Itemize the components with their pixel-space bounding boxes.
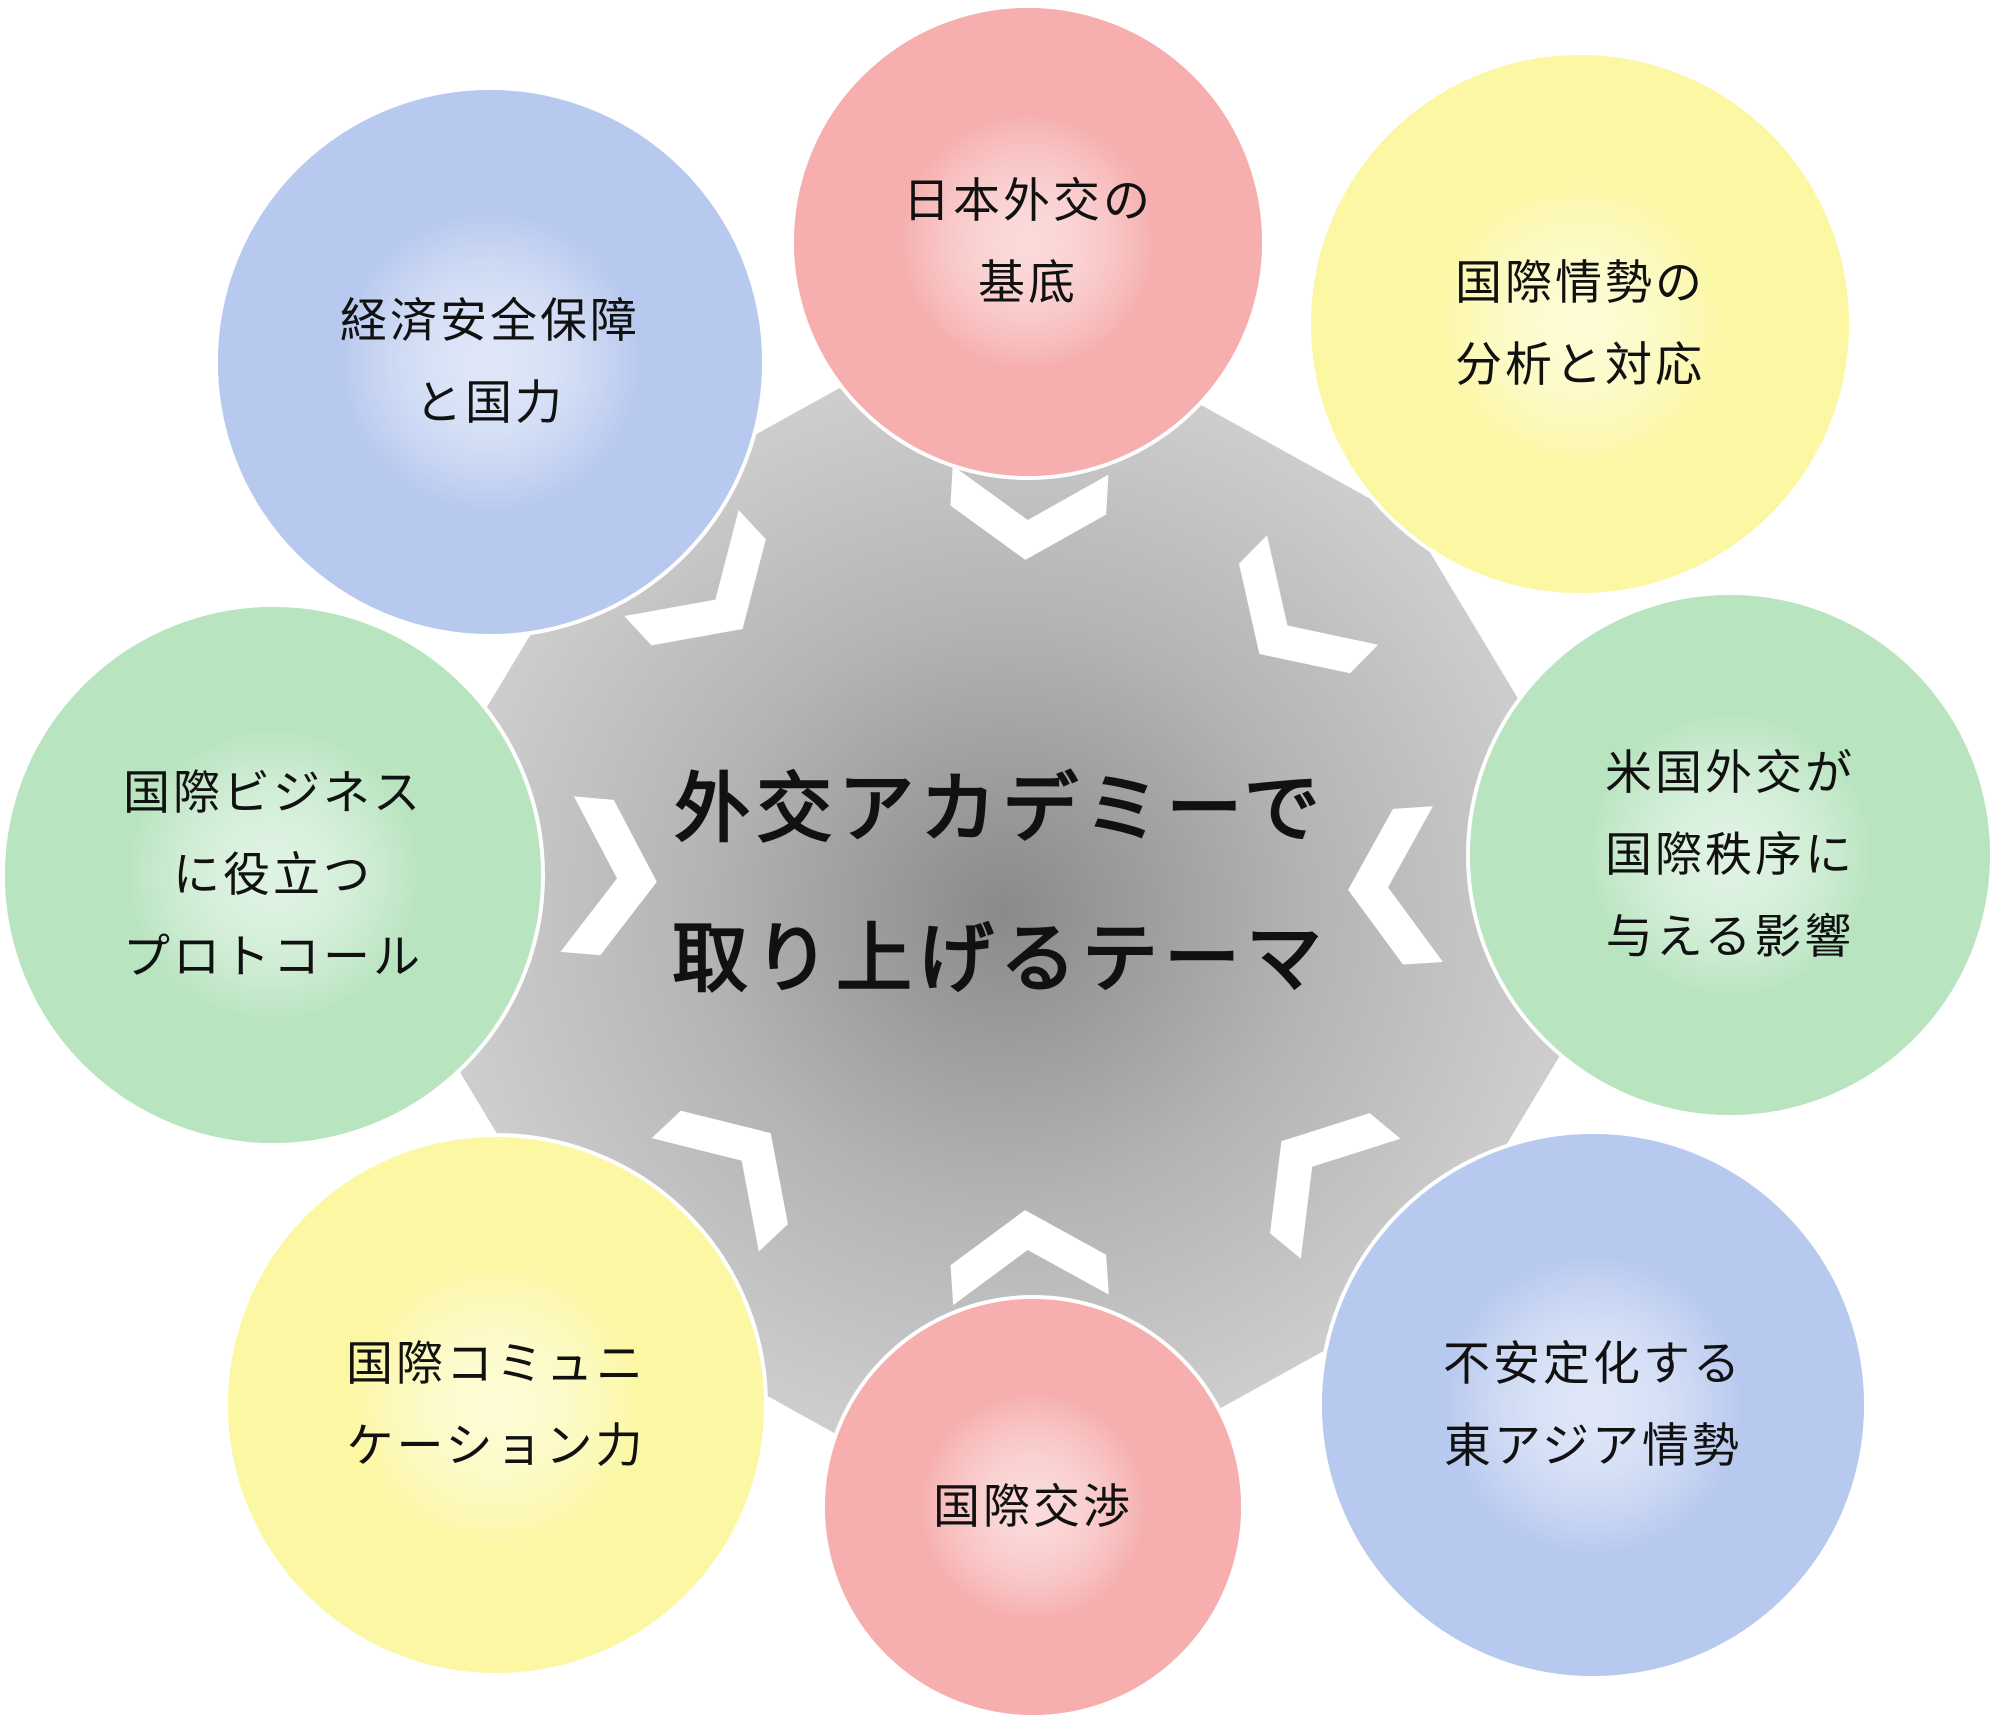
- theme-label-line: 基底: [978, 256, 1078, 311]
- theme-circle-highlight: [5, 607, 541, 1143]
- chevron-arrow-icon: [560, 796, 657, 956]
- chevron-arrow-icon: [1238, 535, 1379, 674]
- theme-circles: 日本外交の基底国際情勢の分析と対応米国外交が国際秩序に与える影響不安定化する東ア…: [1, 4, 1994, 1719]
- theme-circle-highlight: [228, 1137, 764, 1673]
- theme-circle-highlight: [1470, 595, 1990, 1115]
- chevron-arrow-icon: [950, 465, 1109, 560]
- theme-label-line: 米国外交が: [1605, 746, 1855, 801]
- theme-label-line: プロトコール: [123, 930, 423, 985]
- theme-label-line: 国際ビジネス: [123, 766, 423, 821]
- theme-circle-highlight: [218, 90, 762, 634]
- theme-label-line: ケーション力: [346, 1419, 645, 1474]
- theme-label-line: 日本外交の: [903, 174, 1153, 229]
- theme-label-line: 東アジア情勢: [1444, 1419, 1742, 1474]
- chevron-arrow-icon: [1270, 1113, 1401, 1259]
- center-title-line-1: 外交アカデミーで: [674, 764, 1325, 853]
- theme-circle-highlight: [1322, 1134, 1864, 1676]
- theme-label-line: と国力: [415, 376, 565, 431]
- theme-label-line: 不安定化する: [1443, 1337, 1743, 1392]
- theme-label-line: 国際秩序に: [1605, 828, 1855, 883]
- theme-label-line: 国際情勢の: [1455, 256, 1705, 311]
- center-title-line-2: 取り上げるテーマ: [672, 914, 1328, 1003]
- theme-circle-highlight: [1311, 55, 1849, 593]
- theme-node-negotiation: 国際交渉: [821, 1295, 1245, 1719]
- chevron-arrow-icon: [651, 1110, 788, 1252]
- theme-label-line: 国際コミュニ: [346, 1337, 646, 1392]
- chevron-arrows: [560, 465, 1443, 1306]
- theme-label-line: に役立つ: [173, 848, 373, 903]
- chevron-arrow-icon: [1348, 806, 1443, 965]
- theme-label-line: 国際交渉: [933, 1480, 1133, 1535]
- theme-circle-highlight: [825, 1299, 1241, 1715]
- theme-label-line: 与える影響: [1606, 910, 1855, 965]
- theme-label-line: 経済安全保障: [340, 294, 640, 349]
- chevron-arrow-icon: [950, 1210, 1109, 1306]
- chevron-arrow-icon: [624, 509, 766, 646]
- theme-label-line: 分析と対応: [1455, 338, 1705, 393]
- theme-circle-highlight: [794, 8, 1262, 476]
